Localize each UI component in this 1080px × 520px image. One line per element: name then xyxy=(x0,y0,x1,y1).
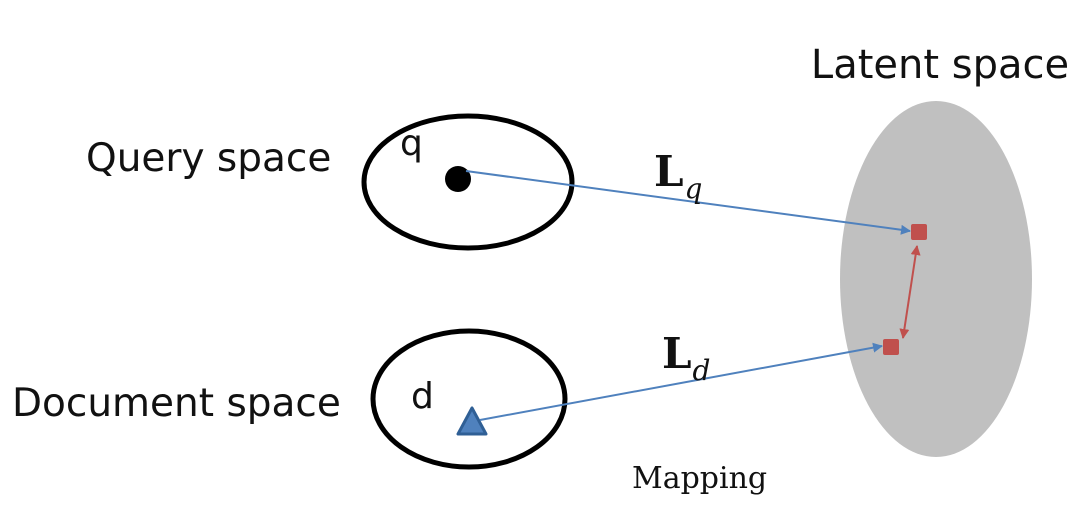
document-space-ellipse xyxy=(370,328,568,470)
query-symbol: q xyxy=(400,123,423,164)
query-point xyxy=(445,166,471,192)
lq-label: Lq xyxy=(654,147,702,205)
document-symbol: d xyxy=(411,376,434,417)
document-point xyxy=(456,406,488,436)
latent-distance-arrow xyxy=(899,245,921,339)
lq-sub: q xyxy=(685,172,703,205)
lq-main: L xyxy=(654,147,684,196)
document-latent-point xyxy=(883,339,899,355)
latent-space-region xyxy=(840,101,1032,457)
document-space-label: Document space xyxy=(12,381,341,426)
latent-space-label: Latent space xyxy=(811,42,1069,88)
query-space-label: Query space xyxy=(86,136,331,181)
query-latent-point xyxy=(911,224,927,240)
mapping-caption: Mapping xyxy=(632,461,767,496)
ld-main: L xyxy=(662,329,692,378)
ld-sub: d xyxy=(693,354,711,387)
ld-label: Ld xyxy=(662,329,710,387)
query-mapping-arrow xyxy=(465,170,911,235)
query-space-ellipse xyxy=(361,113,575,251)
document-mapping-arrow xyxy=(479,342,883,421)
